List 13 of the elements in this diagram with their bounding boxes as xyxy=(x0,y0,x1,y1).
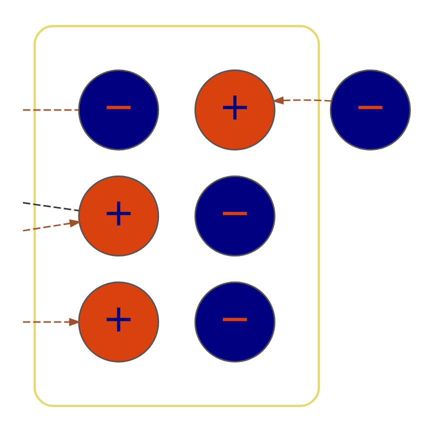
node-circle: − xyxy=(194,176,276,256)
arrow xyxy=(272,96,332,105)
node-circle: − xyxy=(194,282,276,362)
connector xyxy=(23,109,79,111)
cluster xyxy=(34,25,320,407)
arrow xyxy=(23,318,81,326)
node-circle: + xyxy=(78,282,160,362)
connector xyxy=(22,202,79,212)
arrow xyxy=(22,219,82,232)
node-circle: − xyxy=(330,70,411,150)
node-circle: + xyxy=(194,70,276,150)
node-circle: + xyxy=(78,176,160,256)
node-circle: − xyxy=(78,70,160,150)
